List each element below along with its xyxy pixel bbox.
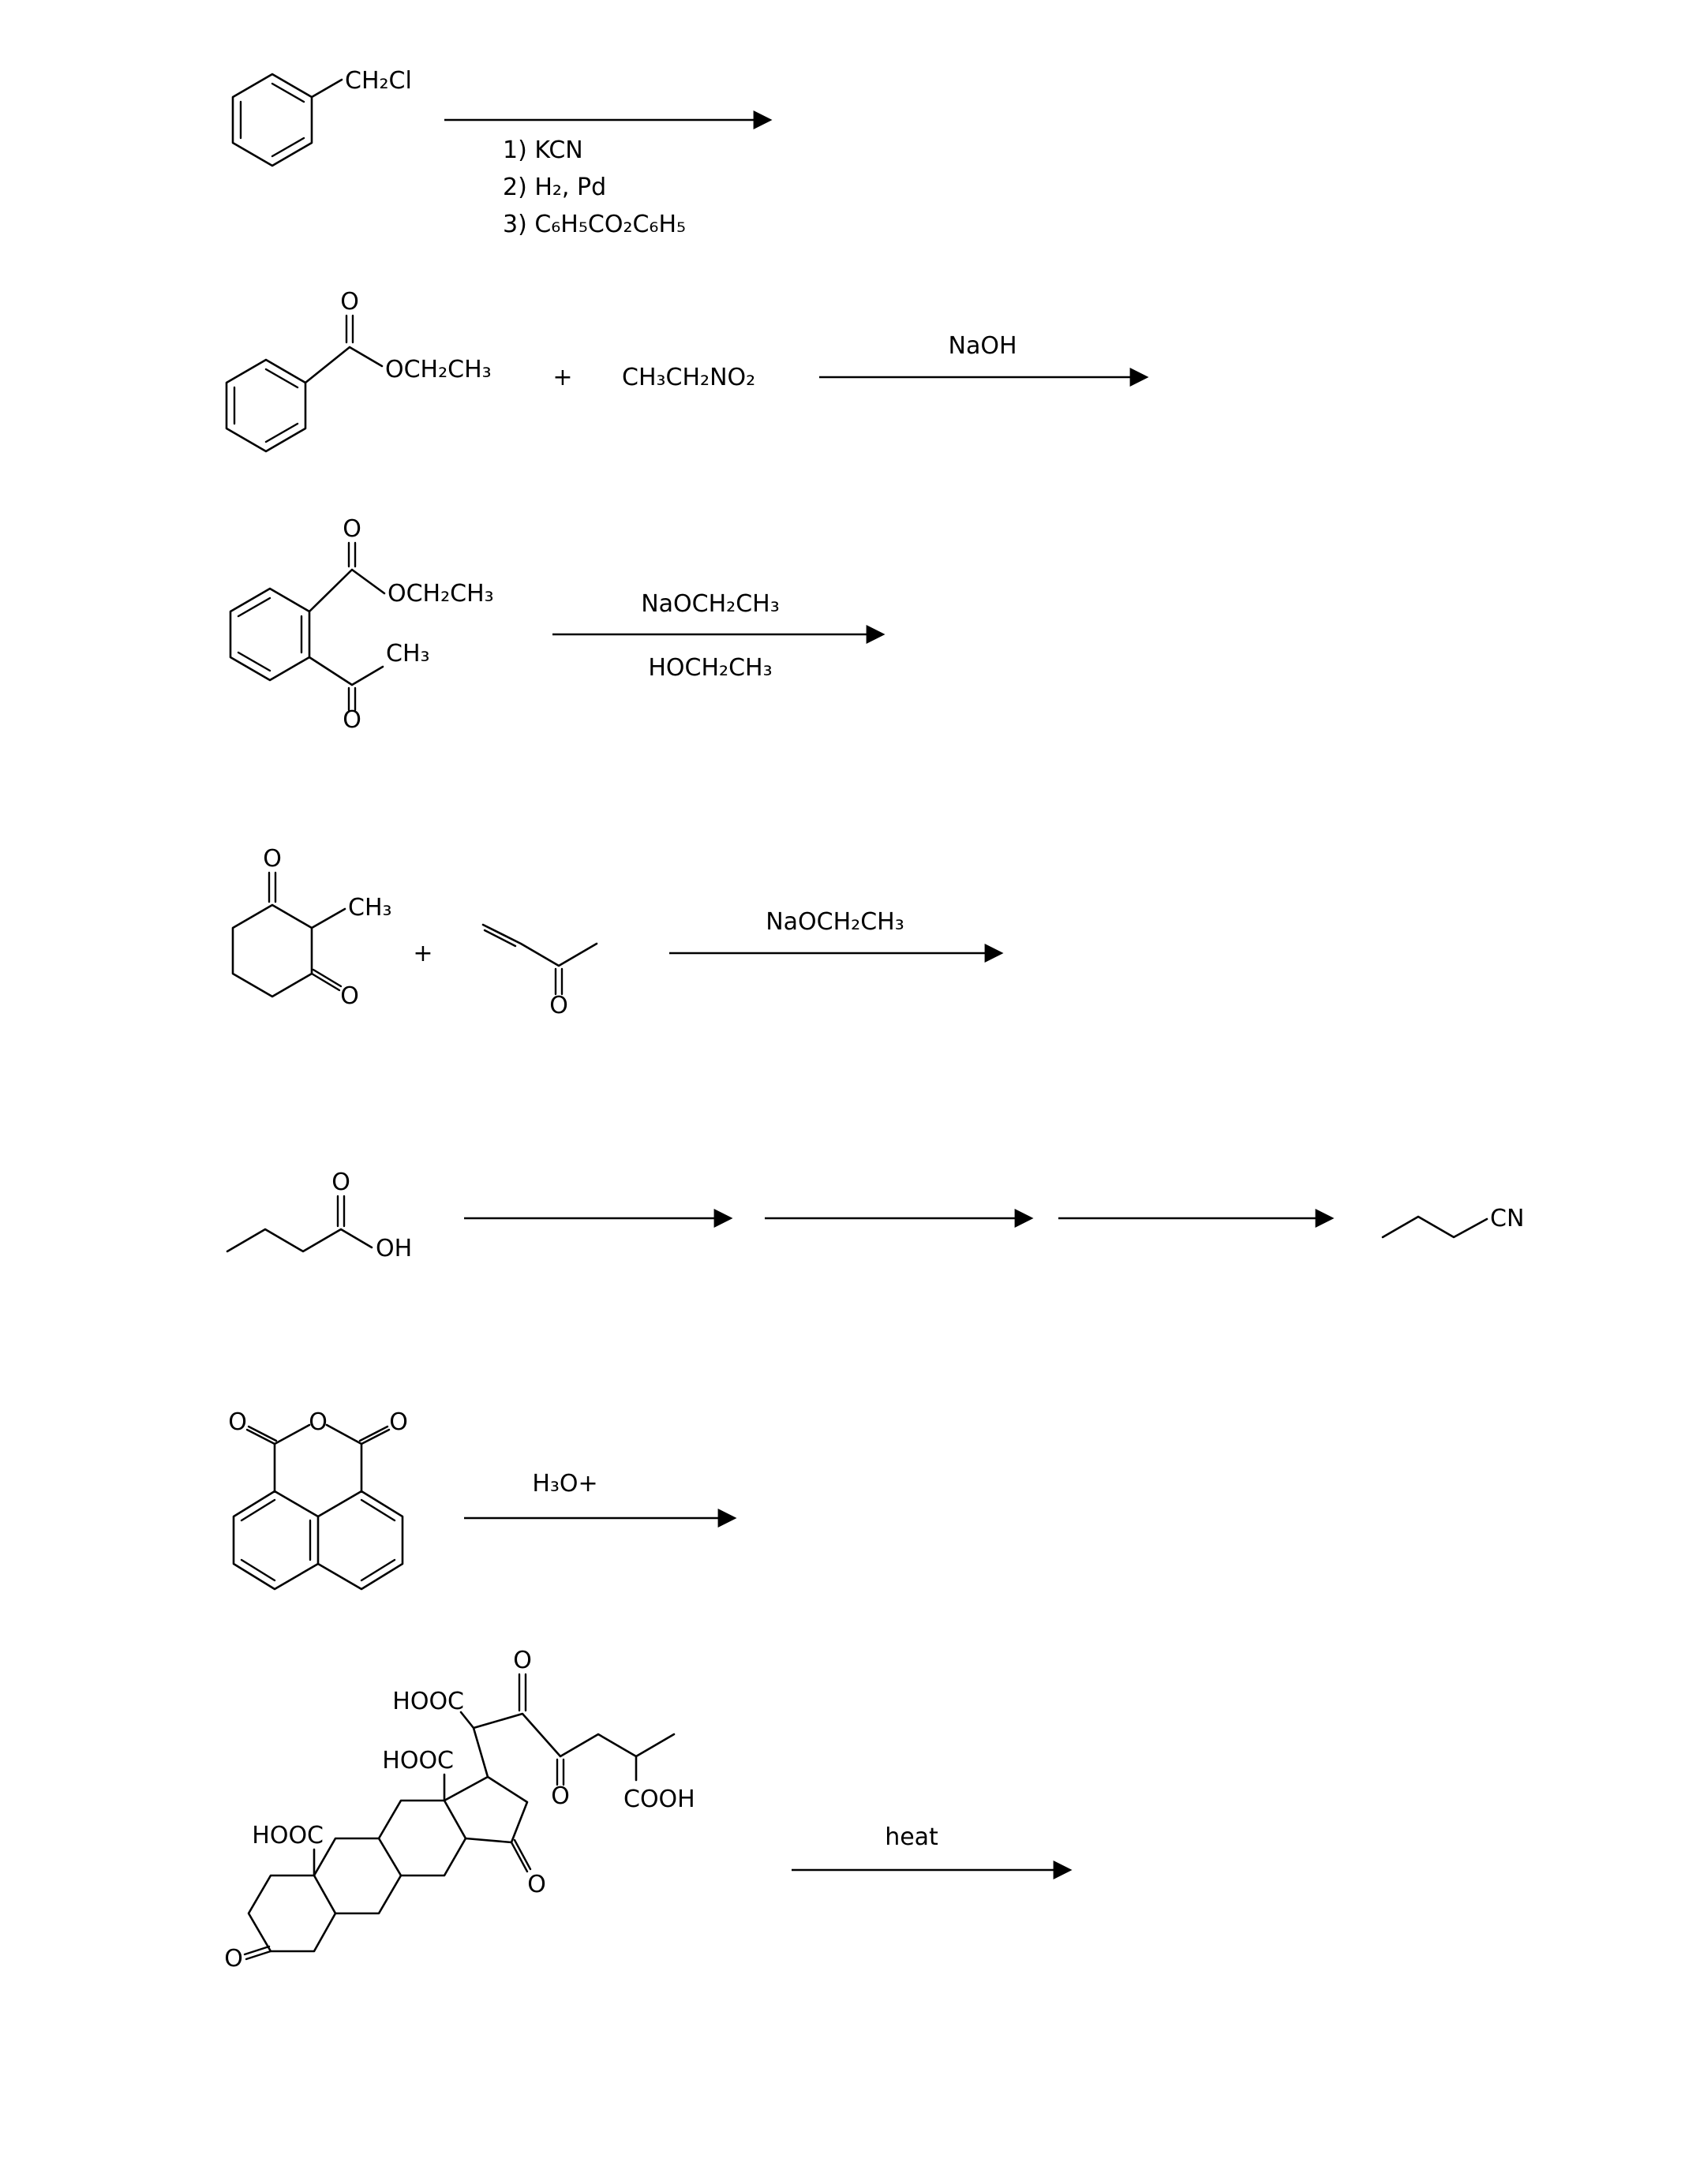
reaction-1-condition-3: 3) C₆H₅CO₂C₆H₅ — [503, 211, 686, 238]
butanoic-acid-skeleton — [226, 1228, 373, 1253]
dione-top-carbonyl-double-bond — [268, 871, 277, 903]
reaction-5: O OH CN — [226, 1169, 1524, 1262]
naphthalene-skeleton — [232, 1490, 404, 1591]
acid-hydroxyl-label: OH — [376, 1235, 412, 1262]
ester-oxygen-label: O — [343, 515, 361, 543]
hooc-ring-c-label: HOOC — [382, 1747, 454, 1774]
reaction-3: O OCH₂CH₃ CH₃ O NaOCH₂CH₃ HOCH₂CH₃ — [229, 515, 886, 734]
enone-oxygen-label: O — [549, 992, 568, 1019]
side-chain-cooh-label: COOH — [623, 1786, 695, 1813]
dione-top-oxygen-label: O — [263, 845, 282, 873]
reaction-3-reagent-below: HOCH₂CH₃ — [648, 654, 772, 682]
side-chain-top-oxygen-label: O — [513, 1647, 532, 1674]
butanenitrile-skeleton — [1381, 1215, 1488, 1239]
anhydride-bridge-oxygen-label: O — [309, 1408, 328, 1436]
dione-right-oxygen-label: O — [340, 982, 359, 1010]
reaction-3-reagent-above: NaOCH₂CH₃ — [641, 590, 780, 618]
acid-oxygen-label: O — [331, 1169, 350, 1196]
ethyl-benzoate-skeleton — [225, 346, 384, 453]
reaction-6-reagent: H₃O+ — [532, 1470, 597, 1498]
ring-a-oxygen-label: O — [224, 1945, 243, 1973]
dione-right-carbonyl-double-bond — [310, 968, 343, 992]
hooc-ring-a-label: HOOC — [252, 1822, 324, 1849]
nitroethane-label: CH₃CH₂NO₂ — [622, 364, 755, 391]
acetylbenzoate-aromatic-double-bonds — [237, 596, 303, 672]
carbonyl-oxygen-label: O — [340, 288, 359, 316]
side-chain-bottom-oxygen-label: O — [551, 1782, 570, 1810]
ch2cl-label: CH₂Cl — [345, 67, 412, 95]
reaction-7: HOOC HOOC HOOC O O COOH O O heat — [224, 1647, 1073, 1973]
hooc-side-chain-label: HOOC — [392, 1688, 464, 1715]
steroid-carbonyl-double-bonds — [243, 1673, 565, 1961]
reaction-7-reagent: heat — [885, 1823, 938, 1851]
ester-carbonyl-double-bond — [347, 541, 357, 568]
anhydride-right-oxygen-label: O — [389, 1408, 408, 1436]
nitrile-label: CN — [1490, 1205, 1524, 1232]
anhydride-carbonyl-double-bonds — [245, 1425, 391, 1445]
reaction-2-reagent: NaOH — [949, 332, 1017, 360]
reaction-6: O O O H₃O+ — [228, 1408, 737, 1591]
ethyl-benzoate-carbonyl-double-bond — [345, 314, 354, 344]
acetyl-carbonyl-double-bond — [347, 686, 357, 712]
plus-sign: + — [413, 940, 432, 967]
reaction-2: O OCH₂CH₃ + CH₃CH₂NO₂ NaOH — [225, 288, 1149, 453]
naphthalene-aromatic-double-bonds — [240, 1498, 396, 1582]
acetyl-methyl-label: CH₃ — [386, 640, 430, 668]
ethyl-benzoate-aromatic-double-bonds — [233, 368, 299, 443]
enone-carbonyl-double-bond — [554, 967, 564, 996]
dione-methyl-label: CH₃ — [348, 894, 392, 922]
ester-group-label: OCH₂CH₃ — [385, 356, 492, 383]
methyl-vinyl-ketone-skeleton — [481, 923, 598, 967]
reaction-1: CH₂Cl 1) KCN 2) H₂, Pd 3) C₆H₅CO₂C₆H₅ — [231, 67, 773, 238]
plus-sign: + — [552, 364, 572, 391]
acetyl-oxygen-label: O — [343, 706, 361, 734]
acetylbenzoate-skeleton — [229, 568, 386, 686]
acid-carbonyl-double-bond — [336, 1195, 346, 1228]
ring-d-oxygen-label: O — [527, 1871, 546, 1898]
anhydride-left-oxygen-label: O — [228, 1408, 247, 1436]
reaction-4-reagent: NaOCH₂CH₃ — [766, 908, 904, 936]
reaction-1-condition-2: 2) H₂, Pd — [503, 174, 606, 201]
methyl-dione-skeleton — [231, 903, 346, 998]
reaction-1-condition-1: 1) KCN — [503, 136, 583, 164]
vinyl-double-bond — [483, 929, 517, 948]
benzyl-chloride-aromatic-double-bonds — [239, 82, 305, 158]
ester-group-label: OCH₂CH₃ — [388, 580, 494, 608]
reaction-4: O CH₃ O + O NaOCH₂CH₃ — [231, 845, 1004, 1019]
benzyl-chloride-skeleton — [231, 73, 343, 167]
